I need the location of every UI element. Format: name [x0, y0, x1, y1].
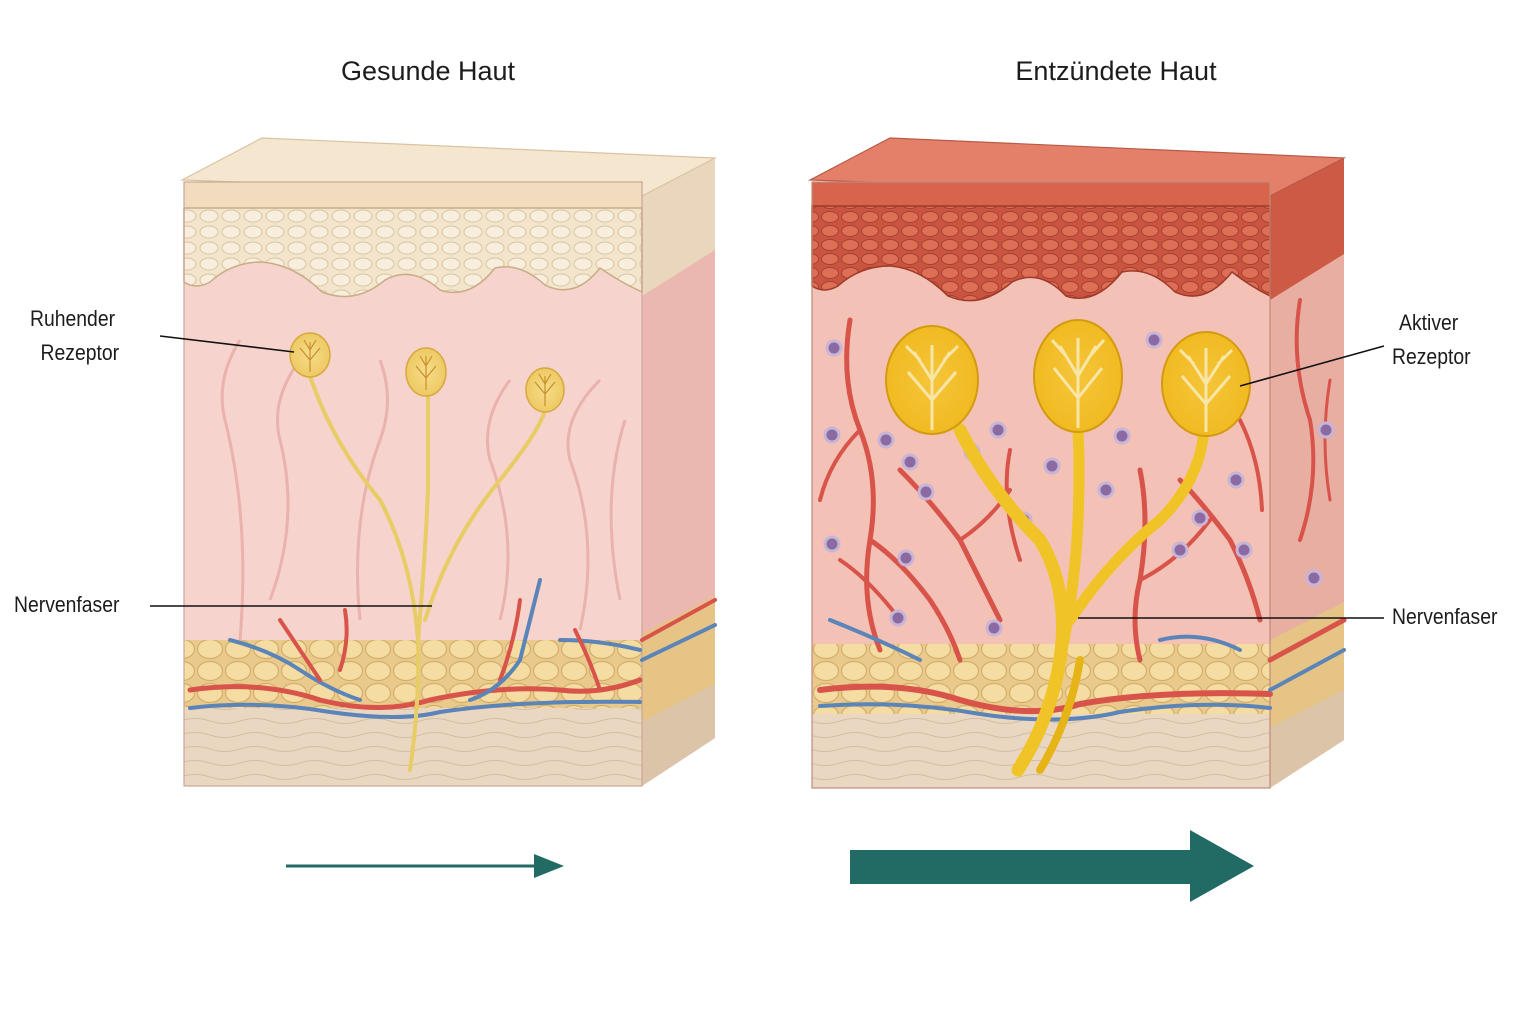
active-receptors [885, 319, 1251, 437]
healthy-side-fat [642, 596, 715, 722]
inflamed-skin-block [807, 137, 1347, 789]
healthy-side-epidermis [642, 158, 715, 296]
resting-receptor-label: Ruhender Rezeptor [30, 302, 119, 370]
inflamed-skin-title: Entzündete Haut [1015, 56, 1217, 86]
healthy-stratum-corneum [184, 182, 642, 210]
active-receptor-label: Aktiver Rezeptor [1392, 306, 1471, 374]
active-receptor-label-line2: Rezeptor [1392, 344, 1471, 369]
strong-signal-arrow [850, 830, 1254, 902]
inflamed-nerve-fibers [953, 423, 1210, 777]
healthy-faint-vessels [220, 339, 627, 641]
inflamed-side-bottom [1270, 690, 1344, 788]
healthy-side-bottom [642, 684, 715, 786]
resting-receptor-leader [159, 335, 295, 353]
healthy-blood-vessels [187, 578, 717, 719]
healthy-nerve-fibers [306, 368, 547, 772]
inflamed-side-fat [1270, 602, 1344, 728]
healthy-fat-layer [184, 640, 642, 710]
inflamed-nerve-fiber-label: Nervenfaser [1392, 604, 1498, 629]
inflamed-epidermis [811, 205, 1271, 302]
resting-receptors [289, 332, 565, 413]
weak-signal-arrow [286, 854, 564, 878]
resting-receptor-label-line1: Ruhender [30, 306, 116, 331]
inflamed-side-epidermis [1270, 158, 1344, 300]
healthy-epidermis [183, 207, 643, 298]
inflamed-stratum-corneum [812, 182, 1270, 208]
healthy-skin-title: Gesunde Haut [340, 56, 516, 86]
healthy-nerve-fiber-label: Nervenfaser [14, 592, 120, 617]
leader-lines [150, 335, 1385, 619]
healthy-skin-block [179, 137, 718, 787]
active-receptor-label-line1: Aktiver [1399, 310, 1459, 335]
resting-receptor-label-line2: Rezeptor [40, 340, 120, 365]
active-receptor-leader [1239, 345, 1385, 387]
